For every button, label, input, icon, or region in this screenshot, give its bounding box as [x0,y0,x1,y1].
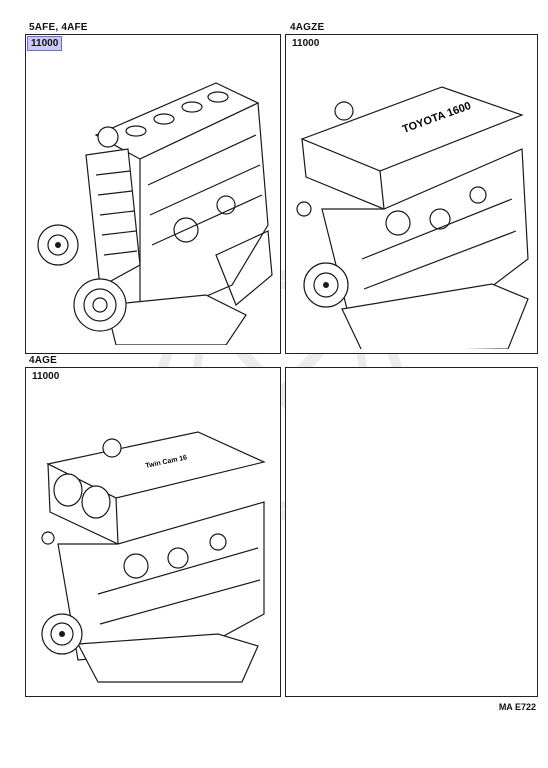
figure-reference: MA E722 [498,702,536,712]
caption-4agze: 4AGZE [290,22,325,33]
engine-4age-icon: Twin Cam 16 [41,431,266,683]
part-number-link-11000[interactable]: 11000 [292,38,320,49]
panel-empty [285,367,538,697]
part-number-link-11000[interactable]: 11000 [27,36,63,51]
caption-4age: 4AGE [29,355,58,366]
panel-4agze[interactable]: 11000 TOYOTA 1600 [285,34,538,354]
part-number-link-11000[interactable]: 11000 [32,371,60,382]
caption-5afe-4afe: 5AFE, 4AFE [29,22,88,33]
engine-4agze-icon: TOYOTA 1600 [296,86,529,349]
panel-5afe-4afe[interactable]: 11000 [25,34,281,354]
panel-4age[interactable]: 11000 Twin Cam 16 [25,367,281,697]
engine-5afe-4afe-icon [37,82,273,345]
